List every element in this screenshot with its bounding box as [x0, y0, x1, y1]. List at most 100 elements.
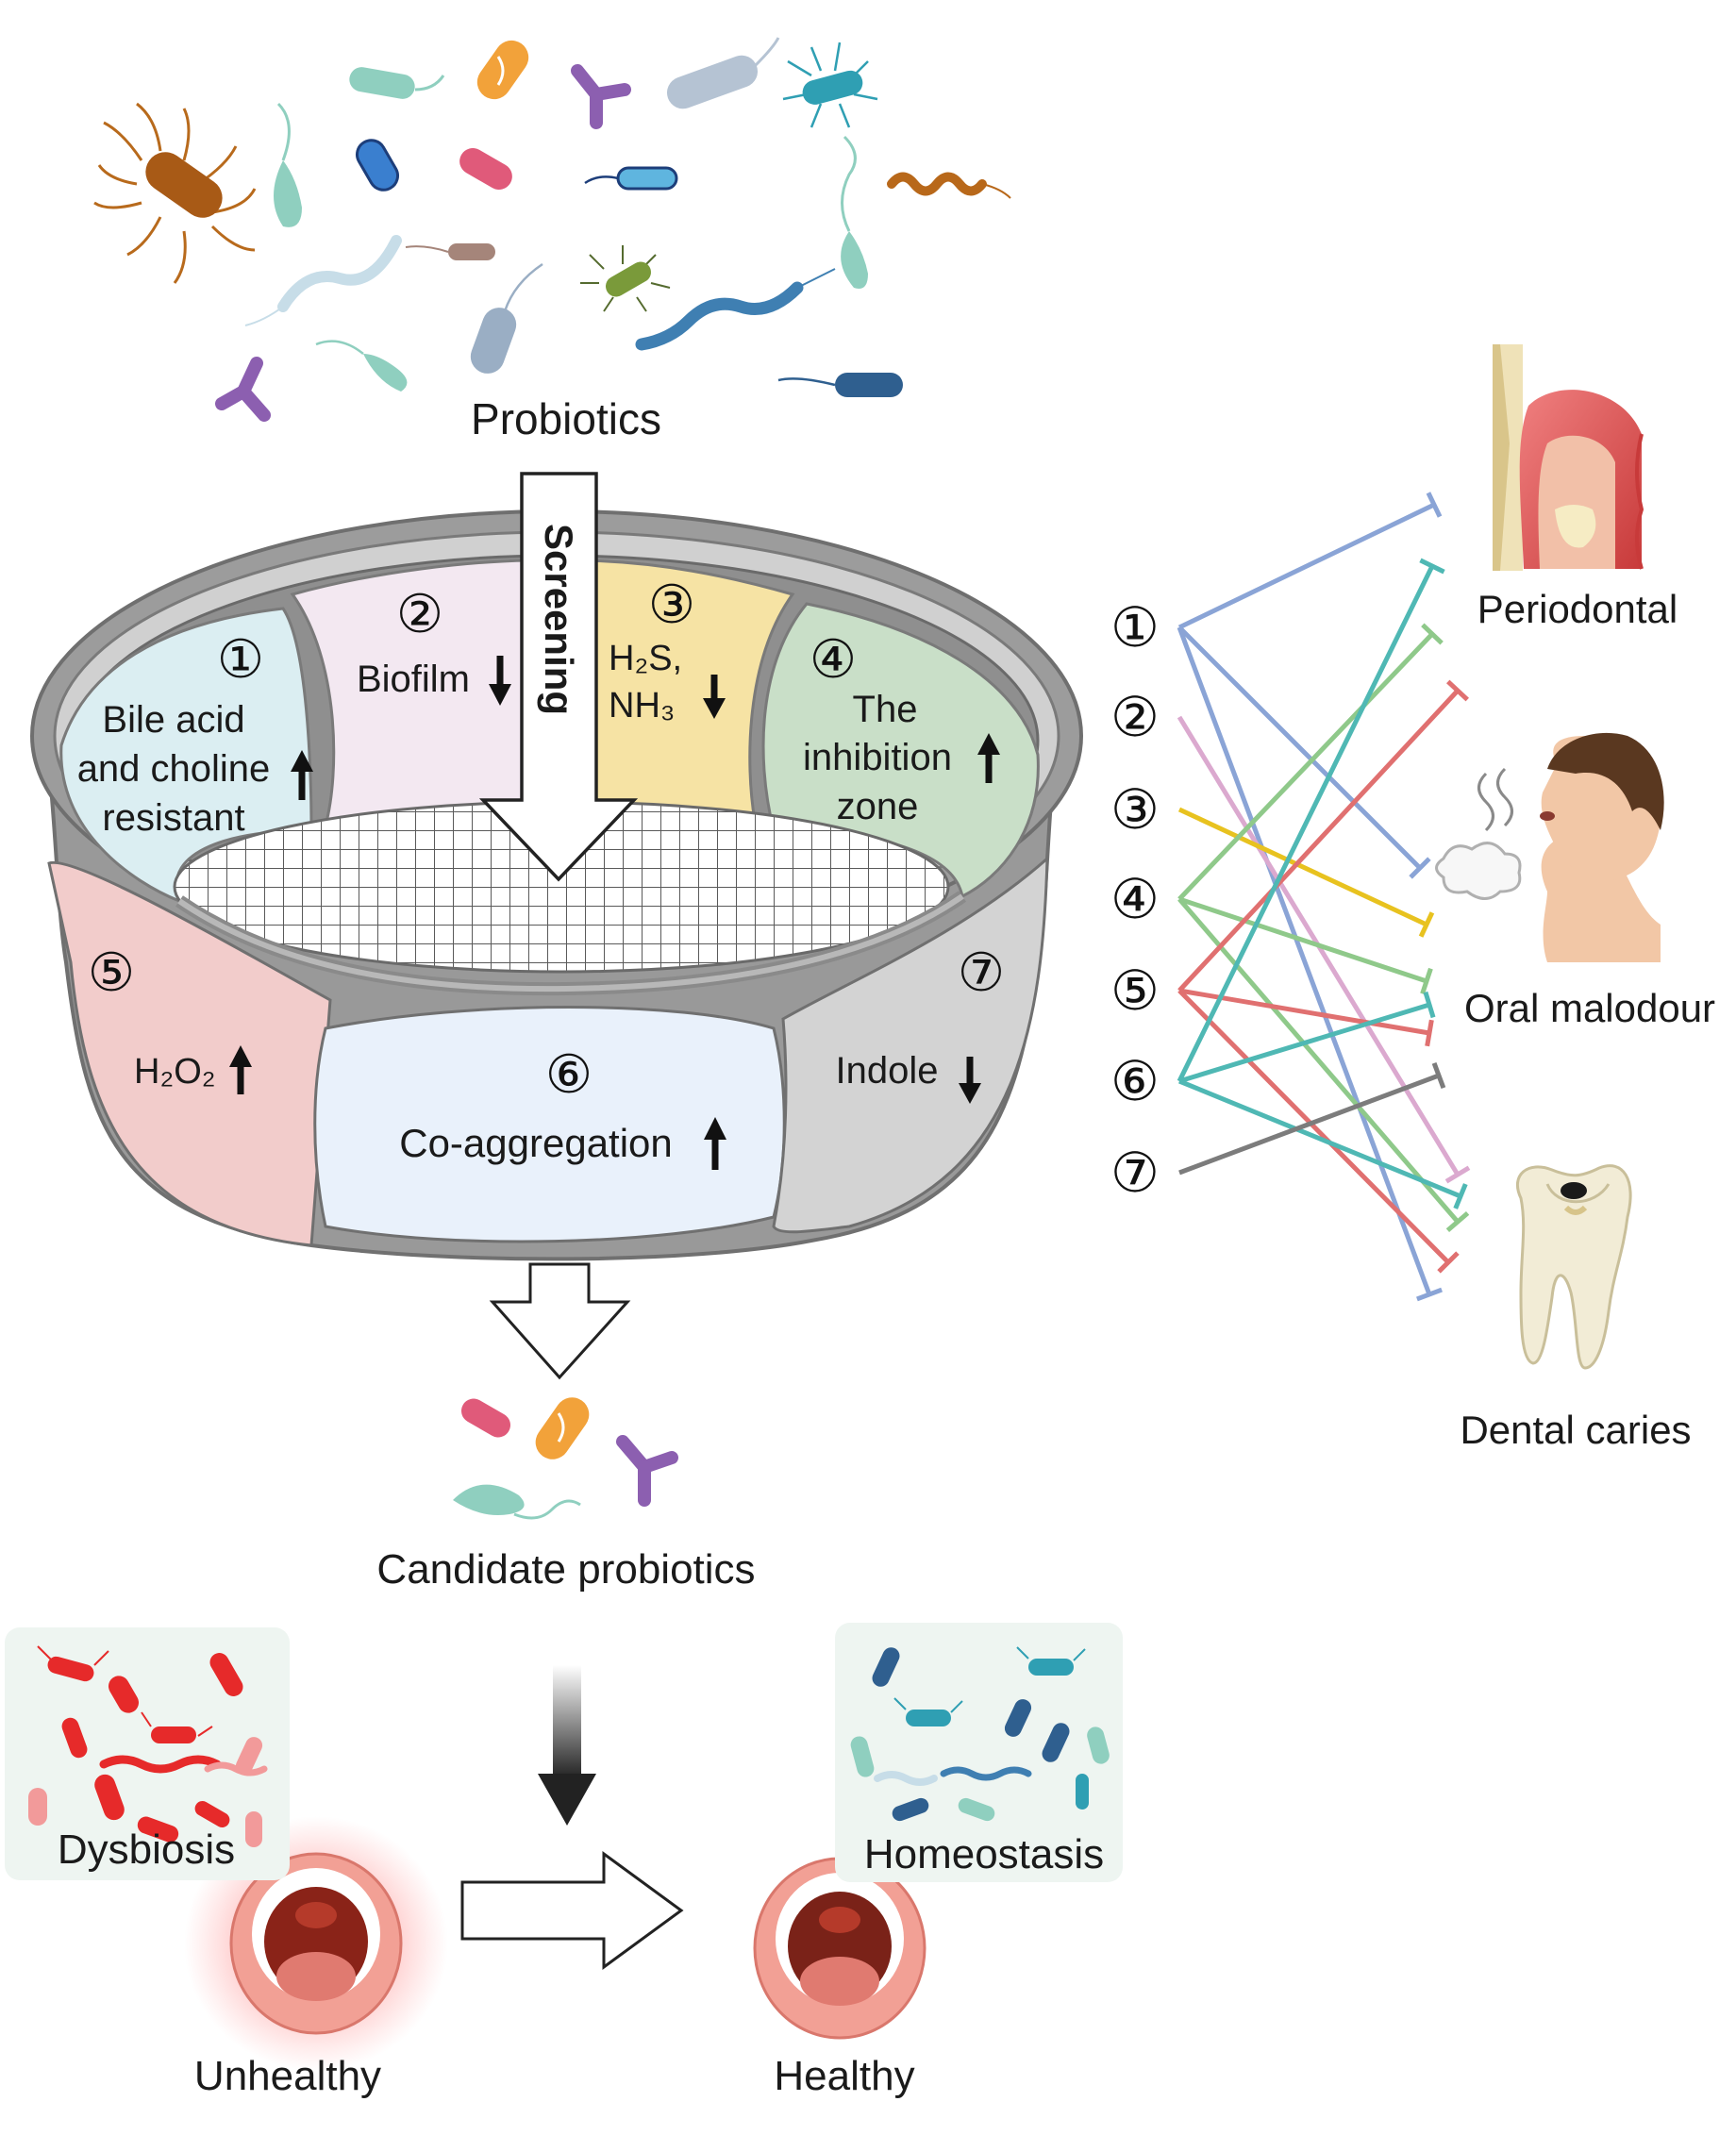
criterion-1: ① Bile acid and choline resistant — [77, 629, 313, 839]
bacterium-icon — [356, 139, 399, 192]
homeostasis-label: Homeostasis — [864, 1831, 1104, 1877]
criterion-6-panel — [313, 1006, 786, 1243]
criterion-6-number: ⑥ — [545, 1044, 593, 1106]
screening-label: Screening — [537, 524, 581, 715]
bacterium-icon — [835, 373, 903, 397]
unhealthy-label: Unhealthy — [194, 2053, 381, 2099]
criterion-number-7: ⑦ — [1110, 1141, 1160, 1205]
bacterium-icon — [580, 245, 671, 312]
disease-oral-malodour-label: Oral malodour — [1464, 986, 1715, 1030]
inhibition-line-5-periodontal — [1177, 689, 1460, 992]
inhibition-line-6-periodontal — [1177, 564, 1435, 1083]
disease-dental-caries-label: Dental caries — [1460, 1408, 1691, 1452]
probiotics-label: Probiotics — [471, 394, 661, 443]
inhibition-line-6-oral-malodour — [1178, 1002, 1430, 1084]
homeostasis-panel: Homeostasis — [835, 1623, 1123, 1882]
criterion-7-panel — [772, 855, 1049, 1234]
inhibition-cap — [1418, 911, 1435, 938]
bacterium-icon — [470, 308, 517, 374]
candidate-bacteria-cluster — [453, 1397, 678, 1520]
bacterium-icon — [448, 243, 495, 260]
connection-lines — [1177, 492, 1471, 1302]
inhibition-line-1-dental-caries — [1177, 626, 1432, 1295]
dysbiosis-label: Dysbiosis — [58, 1826, 235, 1873]
inhibition-line-6-dental-caries — [1178, 1078, 1461, 1199]
periodontal-illustration — [1493, 344, 1644, 571]
criterion-2-number: ② — [396, 584, 443, 645]
treatment-arrow — [538, 1665, 596, 1826]
criterion-7-text: Indole — [836, 1050, 939, 1092]
criterion-1-text: resistant — [102, 797, 244, 839]
inhibition-line-1-oral-malodour — [1177, 625, 1422, 870]
criterion-1-text: Bile acid — [102, 699, 244, 741]
inhibition-cap — [1437, 1251, 1460, 1274]
inhibition-cap — [1445, 1210, 1470, 1233]
criterion-4-text: The — [853, 689, 918, 730]
up-arrow-icon — [229, 1045, 252, 1094]
probiotics-bacteria-cluster — [93, 37, 1011, 422]
criterion-4-text: zone — [837, 786, 919, 827]
criterion-number-2: ② — [1110, 685, 1160, 749]
candidate-probiotics-label: Candidate probiotics — [376, 1546, 755, 1593]
bacterium-icon — [461, 1398, 510, 1438]
inhibition-cap — [1446, 679, 1469, 702]
output-arrow — [489, 1262, 631, 1380]
inhibition-line-5-dental-caries — [1177, 989, 1450, 1264]
bacterium-icon — [274, 160, 302, 227]
healthy-mouth-icon — [753, 1857, 926, 2040]
inhibition-cap — [1409, 857, 1431, 879]
inhibition-cap — [1416, 1287, 1443, 1302]
inhibition-cap — [1444, 1165, 1471, 1184]
criterion-number-1: ① — [1110, 595, 1160, 659]
bacterium-icon — [841, 231, 868, 289]
bacterium-icon — [215, 357, 271, 422]
criterion-1-text: and choline — [77, 748, 271, 790]
screening-arrow — [478, 472, 639, 882]
bacterium-icon — [476, 40, 529, 100]
criterion-7: ⑦ Indole — [836, 942, 1005, 1104]
bacterium-icon — [277, 235, 402, 312]
criterion-number-3: ③ — [1110, 777, 1160, 842]
bacterium-icon — [363, 354, 408, 392]
dysbiosis-panel: Dysbiosis — [5, 1627, 290, 1880]
criterion-number-4: ④ — [1110, 867, 1160, 931]
dental-caries-illustration — [1515, 1164, 1632, 1370]
inhibition-line-4-periodontal — [1177, 632, 1434, 901]
transition-arrow — [460, 1851, 684, 1970]
bacterium-icon — [635, 281, 804, 351]
bacterium-icon — [453, 1484, 525, 1515]
criterion-7-number: ⑦ — [958, 942, 1005, 1004]
criterion-2-text: Biofilm — [357, 659, 470, 700]
oral-malodour-illustration — [1435, 732, 1664, 962]
criterion-5-number: ⑤ — [88, 942, 135, 1004]
bacterium-icon — [571, 64, 631, 129]
inhibition-cap — [1431, 1062, 1446, 1089]
up-arrow-icon — [977, 733, 1000, 783]
criterion-4-number: ④ — [810, 629, 857, 691]
criterion-5-text: H₂O₂ — [134, 1052, 216, 1092]
criterion-5: ⑤ H₂O₂ — [88, 942, 252, 1094]
bacterium-icon — [616, 1435, 678, 1507]
criterion-6-text: Co-aggregation — [399, 1121, 673, 1165]
bacterium-icon — [887, 172, 987, 196]
bacterium-icon — [535, 1397, 590, 1459]
inhibition-line-4-oral-malodour — [1178, 896, 1427, 984]
bacterium-icon — [93, 102, 257, 284]
inhibition-cap — [1423, 991, 1436, 1019]
inhibition-line-4-dental-caries — [1177, 897, 1460, 1224]
unhealthy-mouth-icon — [229, 1852, 403, 2035]
down-arrow-icon — [959, 1057, 981, 1104]
disease-periodontal-label: Periodontal — [1477, 587, 1678, 631]
bacterium-icon — [666, 55, 759, 109]
up-arrow-icon — [291, 750, 313, 800]
down-arrow-icon — [489, 656, 511, 706]
bacterium-icon — [459, 148, 512, 190]
inhibition-line-3-oral-malodour — [1177, 807, 1428, 927]
bacterium-icon — [584, 166, 678, 191]
inhibition-cap — [1421, 623, 1444, 645]
inhibition-cap — [1453, 1183, 1468, 1209]
criterion-1-number: ① — [217, 629, 264, 691]
criterion-3: ③ H₂S, NH₃ — [609, 575, 726, 726]
